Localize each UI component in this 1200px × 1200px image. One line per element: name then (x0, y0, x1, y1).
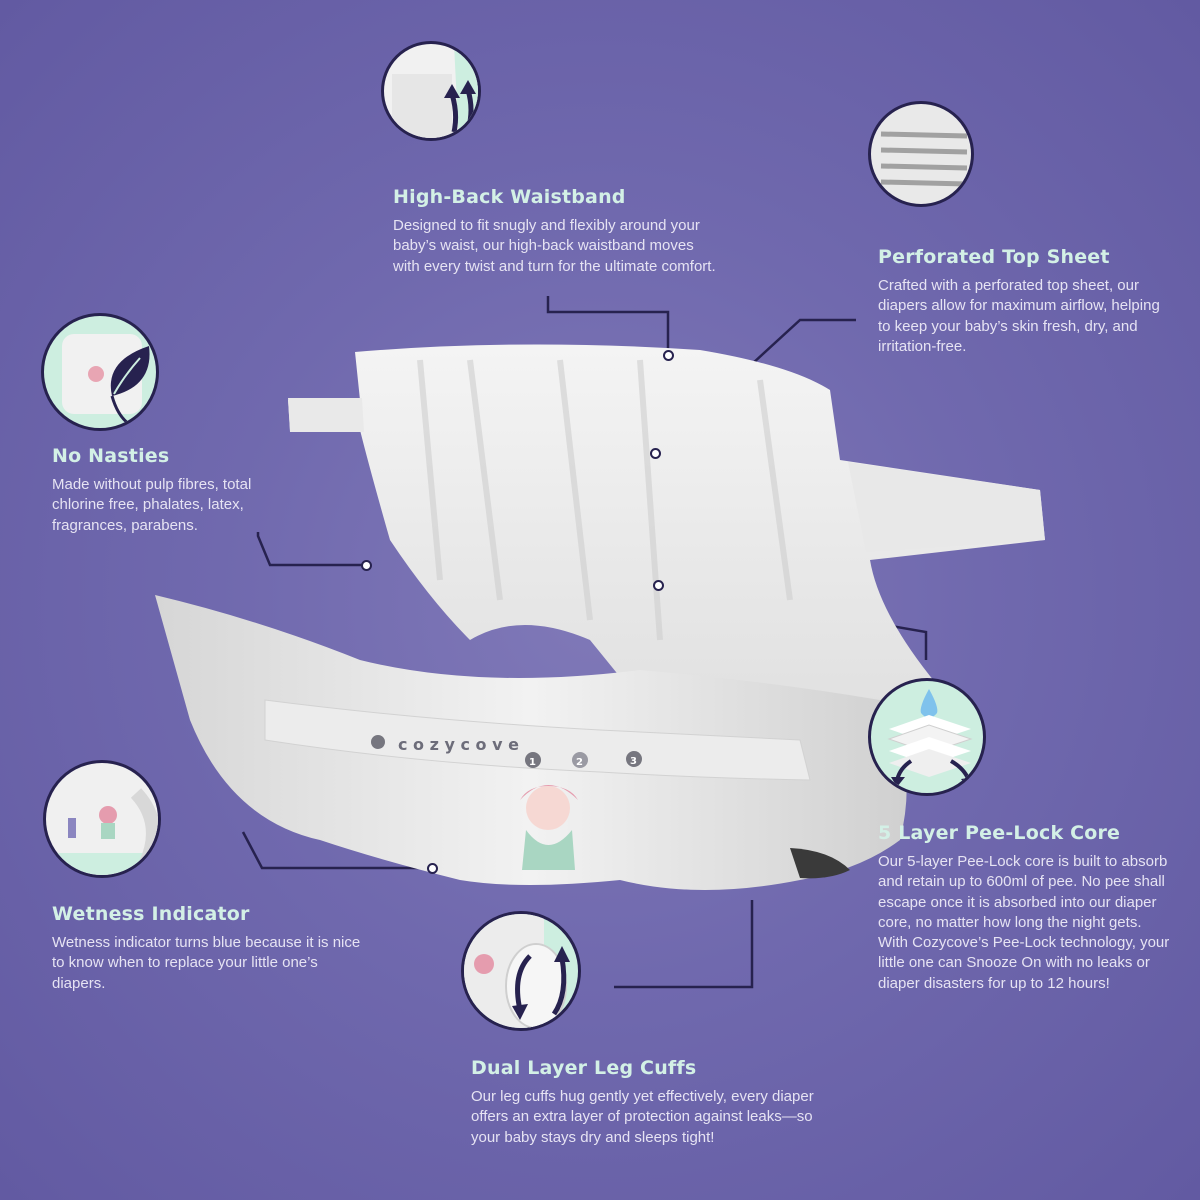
feature-high-back-waistband: High-Back Waistband Designed to fit snug… (393, 186, 723, 277)
feature-no-nasties: No Nasties Made without pulp fibres, tot… (52, 445, 292, 536)
feature-title: Dual Layer Leg Cuffs (471, 1057, 697, 1079)
feature-perforated-top-sheet: Perforated Top Sheet Crafted with a perf… (878, 246, 1163, 357)
waistband-circle (381, 41, 481, 141)
no-nasties-circle (41, 313, 159, 431)
perforated-sheet-icon (880, 131, 968, 187)
top-sheet-circle (868, 101, 974, 207)
callout-dot-pee-lock (653, 580, 664, 591)
feature-title: Perforated Top Sheet (878, 246, 1110, 268)
callout-dot-no-nasties (361, 560, 372, 571)
feature-description: Crafted with a perforated top sheet, our… (878, 277, 1160, 355)
callout-dot-wetness (427, 863, 438, 874)
feature-description: Wetness indicator turns blue because it … (52, 934, 361, 992)
feature-title: Wetness Indicator (52, 903, 250, 925)
band-brand-text: c o z y c o v e (398, 735, 519, 754)
svg-text:3: 3 (630, 756, 637, 767)
pee-lock-circle (868, 678, 986, 796)
feature-description: Our 5-layer Pee-Lock core is built to ab… (878, 853, 1170, 992)
feature-description: Made without pulp fibres, total chlorine… (52, 476, 252, 534)
feature-title: High-Back Waistband (393, 186, 626, 208)
layers-droplet-icon (887, 689, 975, 789)
feature-wetness-indicator: Wetness Indicator Wetness indicator turn… (52, 903, 362, 994)
callout-dot-top-sheet (650, 448, 661, 459)
leaf-icon (62, 334, 150, 428)
feature-description: Our leg cuffs hug gently yet effectively… (471, 1088, 814, 1146)
svg-text:2: 2 (576, 757, 583, 768)
feature-title: No Nasties (52, 445, 170, 467)
leg-cuff-circle (461, 911, 581, 1031)
feature-description: Designed to fit snugly and flexibly arou… (393, 217, 716, 275)
callout-dot-waistband (663, 350, 674, 361)
feature-title: 5 Layer Pee-Lock Core (878, 822, 1121, 844)
svg-text:1: 1 (529, 757, 536, 768)
feature-pee-lock-core: 5 Layer Pee-Lock Core Our 5-layer Pee-Lo… (878, 822, 1173, 994)
wetness-circle (43, 760, 161, 878)
feature-leg-cuffs: Dual Layer Leg Cuffs Our leg cuffs hug g… (471, 1057, 841, 1148)
